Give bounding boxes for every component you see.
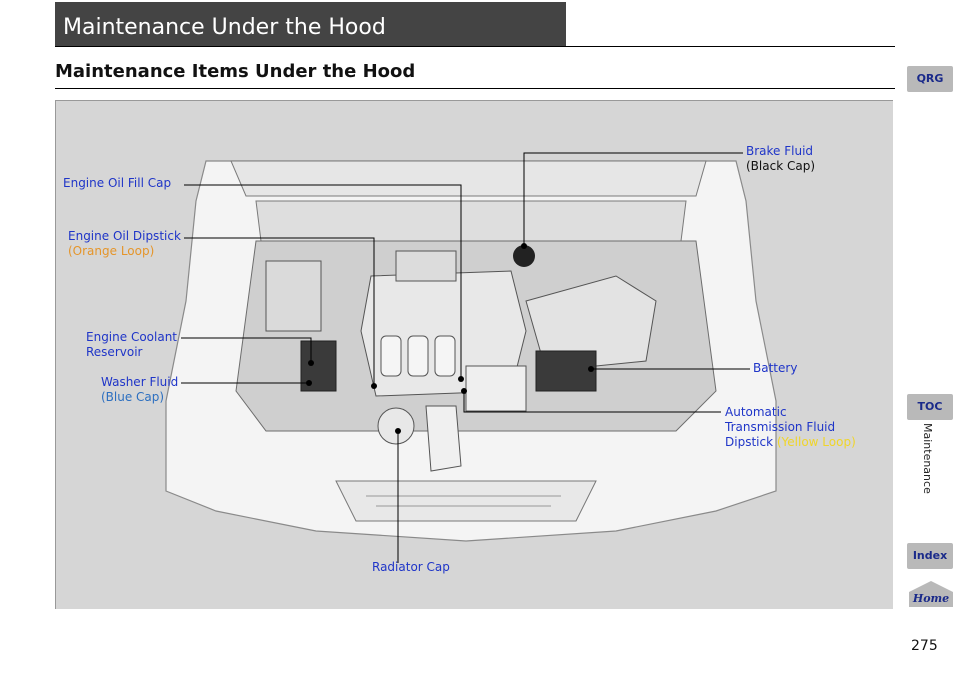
page-title-bar: Maintenance Under the Hood [55, 2, 566, 46]
atf-note: (Yellow Loop) [776, 435, 856, 449]
engine-coolant-line1: Engine Coolant [86, 330, 178, 344]
engine-oil-dipstick-text: Engine Oil Dipstick [68, 229, 181, 243]
page-number: 275 [911, 638, 938, 654]
engine-coolant-line2: Reservoir [86, 345, 143, 359]
engine-oil-fill-cap-label[interactable]: Engine Oil Fill Cap [63, 176, 172, 190]
engine-oil-dipstick-note: (Orange Loop) [68, 244, 155, 258]
index-tab[interactable]: Index [907, 543, 953, 569]
brake-fluid-label[interactable]: Brake Fluid (Black Cap) [746, 144, 815, 174]
atf-dipstick-label[interactable]: Automatic Transmission Fluid Dipstick (Y… [725, 405, 856, 450]
home-icon: Home [909, 581, 953, 607]
section-subtitle: Maintenance Items Under the Hood [55, 61, 416, 82]
title-divider [55, 46, 895, 47]
atf-line2: Transmission Fluid [725, 420, 836, 434]
atf-line3: Dipstick [725, 435, 774, 449]
engine-bay-diagram: Brake Fluid (Black Cap) Engine Oil Fill … [55, 100, 893, 609]
section-label-text: Maintenance [921, 423, 934, 494]
radiator-cap-label[interactable]: Radiator Cap [372, 560, 450, 574]
home-button[interactable]: Home [908, 580, 954, 608]
engine-coolant-reservoir-label[interactable]: Engine Coolant Reservoir [86, 330, 177, 360]
atf-line1: Automatic [725, 405, 787, 419]
washer-fluid-note: (Blue Cap) [101, 390, 165, 404]
engine-bay-illustration [165, 152, 777, 563]
brake-fluid-note: (Black Cap) [746, 159, 815, 173]
engine-oil-dipstick-label[interactable]: Engine Oil Dipstick (Orange Loop) [68, 229, 181, 259]
subtitle-divider [55, 88, 895, 89]
toc-tab[interactable]: TOC [907, 394, 953, 420]
qrg-tab[interactable]: QRG [907, 66, 953, 92]
brake-fluid-text: Brake Fluid [746, 144, 814, 158]
section-label: Maintenance [917, 423, 937, 513]
washer-fluid-label[interactable]: Washer Fluid (Blue Cap) [101, 375, 178, 405]
battery-label[interactable]: Battery [753, 361, 798, 375]
page-title: Maintenance Under the Hood [63, 15, 386, 40]
home-label: Home [912, 592, 949, 605]
washer-fluid-text: Washer Fluid [101, 375, 179, 389]
